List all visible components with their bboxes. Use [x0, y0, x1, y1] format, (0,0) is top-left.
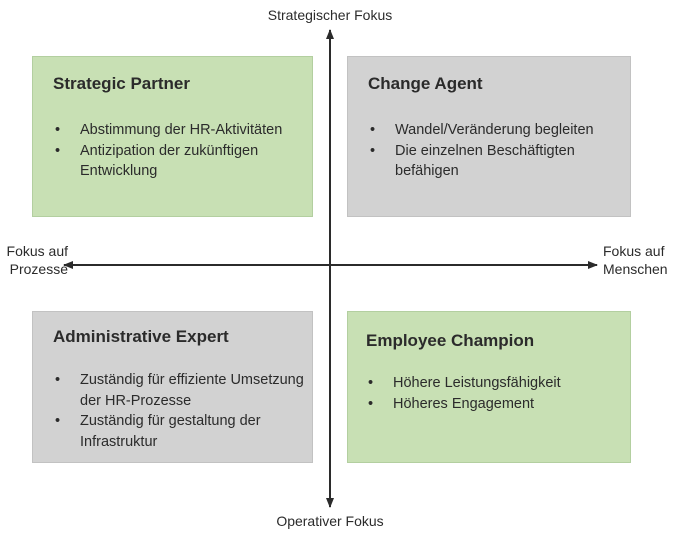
bullet-item: Wandel/Veränderung begleiten — [368, 120, 623, 141]
bullet-item: Zuständig für gestaltung der Infrastrukt… — [53, 411, 308, 452]
bullet-list: Zuständig für effiziente Umsetzung der H… — [53, 370, 308, 452]
bullet-list: Höhere Leistungsfähigkeit Höheres Engage… — [366, 373, 626, 414]
axis-label-top: Strategischer Fokus — [267, 7, 393, 23]
axis-label-right-line-2: Menschen — [603, 261, 668, 277]
axis-label-left: Fokus auf Prozesse — [0, 242, 68, 278]
quadrant-strategic-partner: Strategic Partner Abstimmung der HR-Akti… — [32, 56, 313, 217]
quadrant-change-agent: Change Agent Wandel/Veränderung begleite… — [347, 56, 631, 217]
quadrant-title: Administrative Expert — [53, 327, 229, 346]
quadrant-administrative-expert: Administrative Expert Zuständig für effi… — [32, 311, 313, 463]
quadrant-title: Change Agent — [368, 74, 483, 93]
axis-label-bottom: Operativer Fokus — [276, 513, 384, 529]
bullet-item: Höheres Engagement — [366, 394, 626, 415]
bullet-item: Zuständig für effiziente Umsetzung der H… — [53, 370, 308, 411]
bullet-list: Abstimmung der HR-Aktivitäten Antizipati… — [53, 120, 308, 182]
bullet-item: Höhere Leistungsfähigkeit — [366, 373, 626, 394]
axis-label-left-line-1: Fokus auf — [6, 243, 68, 259]
bullet-item: Antizipation der zukünftigen Entwicklung — [53, 141, 308, 182]
quadrant-title: Strategic Partner — [53, 74, 190, 93]
quadrant-title: Employee Champion — [366, 331, 535, 350]
quadrant-employee-champion: Employee Champion Höhere Leistungsfähigk… — [347, 311, 631, 463]
bullet-list: Wandel/Veränderung begleiten Die einzeln… — [368, 120, 623, 182]
axis-label-right-line-1: Fokus auf — [603, 243, 665, 259]
axis-label-left-line-2: Prozesse — [9, 261, 68, 277]
bullet-item: Die einzelnen Beschäftigten befähigen — [368, 141, 623, 182]
bullet-item: Abstimmung der HR-Aktivitäten — [53, 120, 308, 141]
axis-label-right: Fokus auf Menschen — [603, 242, 688, 278]
